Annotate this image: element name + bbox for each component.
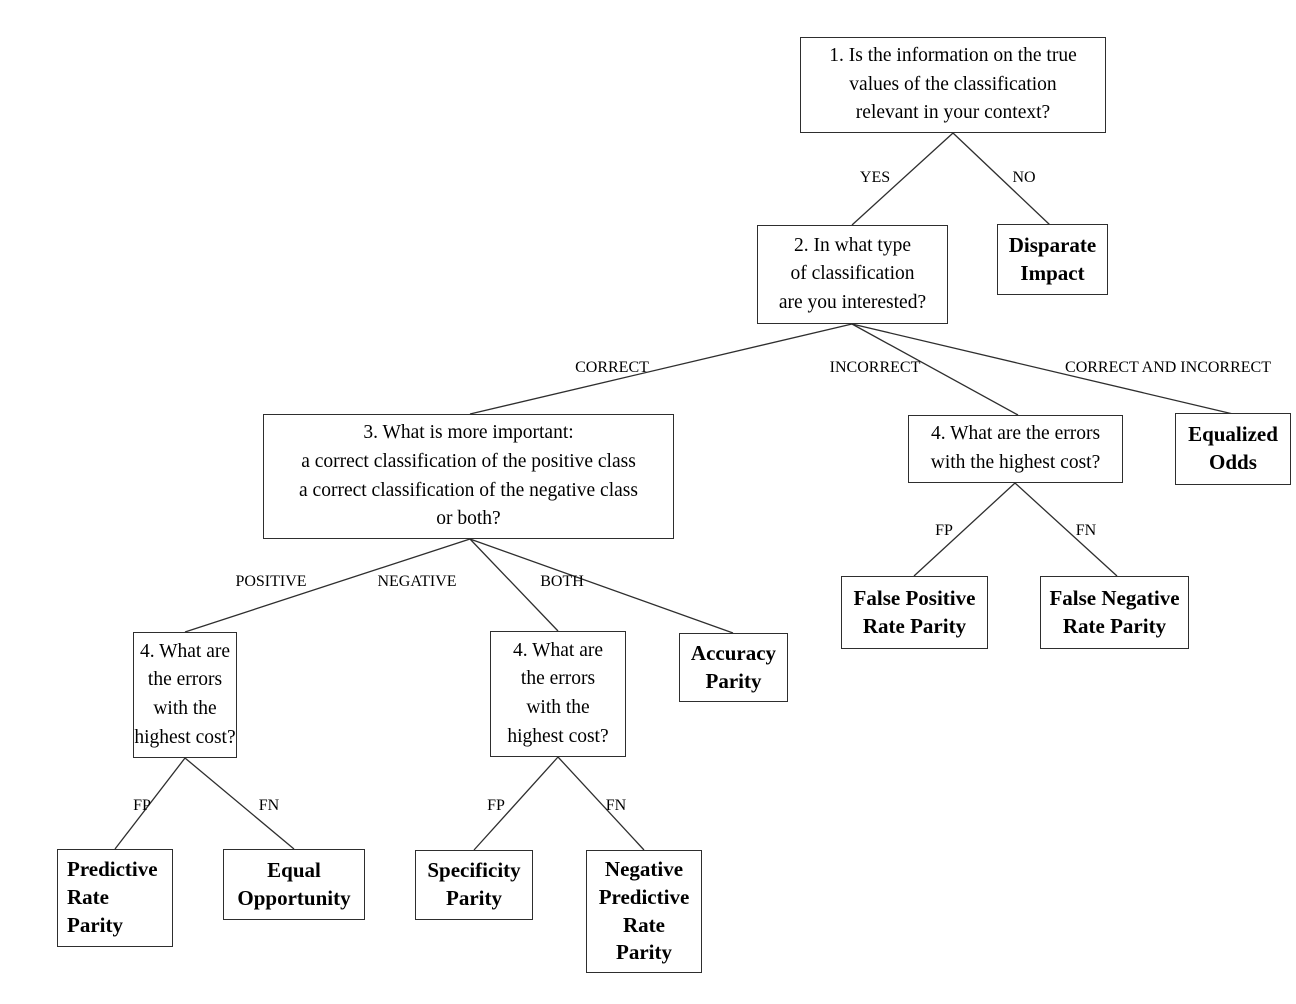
leaf-node-false-positive-rate-parity: False Positive Rate Parity bbox=[841, 576, 988, 649]
edge-fn-left-line bbox=[184, 757, 295, 850]
edge-label-negative: NEGATIVE bbox=[377, 573, 457, 590]
edge-label-positive: POSITIVE bbox=[235, 573, 307, 590]
edge-positive-line bbox=[184, 538, 471, 633]
edge-both-line bbox=[469, 538, 734, 634]
edge-label-fp-left: FP bbox=[133, 797, 151, 814]
edge-label-fn-middle: FN bbox=[605, 797, 627, 814]
question-node-2-classification-type: 2. In what type of classification are yo… bbox=[757, 225, 948, 324]
question-node-4-errors-right: 4. What are the errors with the highest … bbox=[908, 415, 1123, 483]
edge-label-fn-right: FN bbox=[1075, 522, 1097, 539]
edge-label-fp-middle: FP bbox=[487, 797, 505, 814]
question-node-4-errors-left: 4. What are the errors with the highest … bbox=[133, 632, 237, 758]
edge-label-correct-and-incorrect: CORRECT AND INCORRECT bbox=[1065, 359, 1271, 376]
edge-label-both: BOTH bbox=[540, 573, 584, 590]
edge-yes-line bbox=[851, 132, 954, 226]
edge-label-correct: CORRECT bbox=[575, 359, 649, 376]
leaf-node-equal-opportunity: Equal Opportunity bbox=[223, 849, 365, 920]
edge-no-line bbox=[952, 132, 1051, 226]
leaf-node-false-negative-rate-parity: False Negative Rate Parity bbox=[1040, 576, 1189, 649]
question-node-4-errors-middle: 4. What are the errors with the highest … bbox=[490, 631, 626, 757]
question-node-3-more-important: 3. What is more important: a correct cla… bbox=[263, 414, 674, 539]
edge-fn-middle-line bbox=[557, 756, 645, 851]
leaf-node-specificity-parity: Specificity Parity bbox=[415, 850, 533, 920]
edge-incorrect-line bbox=[851, 323, 1019, 416]
edge-label-incorrect: INCORRECT bbox=[829, 359, 921, 376]
leaf-node-predictive-rate-parity: Predictive Rate Parity bbox=[57, 849, 173, 947]
edge-correct-line bbox=[469, 323, 853, 415]
question-node-1-true-values-relevant: 1. Is the information on the true values… bbox=[800, 37, 1106, 133]
edge-fp-right-line bbox=[913, 482, 1016, 577]
edge-fn-right-line bbox=[1014, 482, 1118, 577]
edge-label-no: NO bbox=[1012, 169, 1036, 186]
edge-negative-line bbox=[469, 538, 559, 632]
leaf-node-negative-predictive-rate-parity: Negative Predictive Rate Parity bbox=[586, 850, 702, 973]
edge-label-yes: YES bbox=[859, 169, 891, 186]
edge-label-fn-left: FN bbox=[258, 797, 280, 814]
edge-correct-and-incorrect-line bbox=[851, 323, 1234, 415]
leaf-node-equalized-odds: Equalized Odds bbox=[1175, 413, 1291, 485]
edge-fp-left-line bbox=[114, 757, 186, 850]
leaf-node-accuracy-parity: Accuracy Parity bbox=[679, 633, 788, 702]
edge-label-fp-right: FP bbox=[935, 522, 953, 539]
leaf-node-disparate-impact: Disparate Impact bbox=[997, 224, 1108, 295]
edge-fp-middle-line bbox=[473, 756, 559, 851]
